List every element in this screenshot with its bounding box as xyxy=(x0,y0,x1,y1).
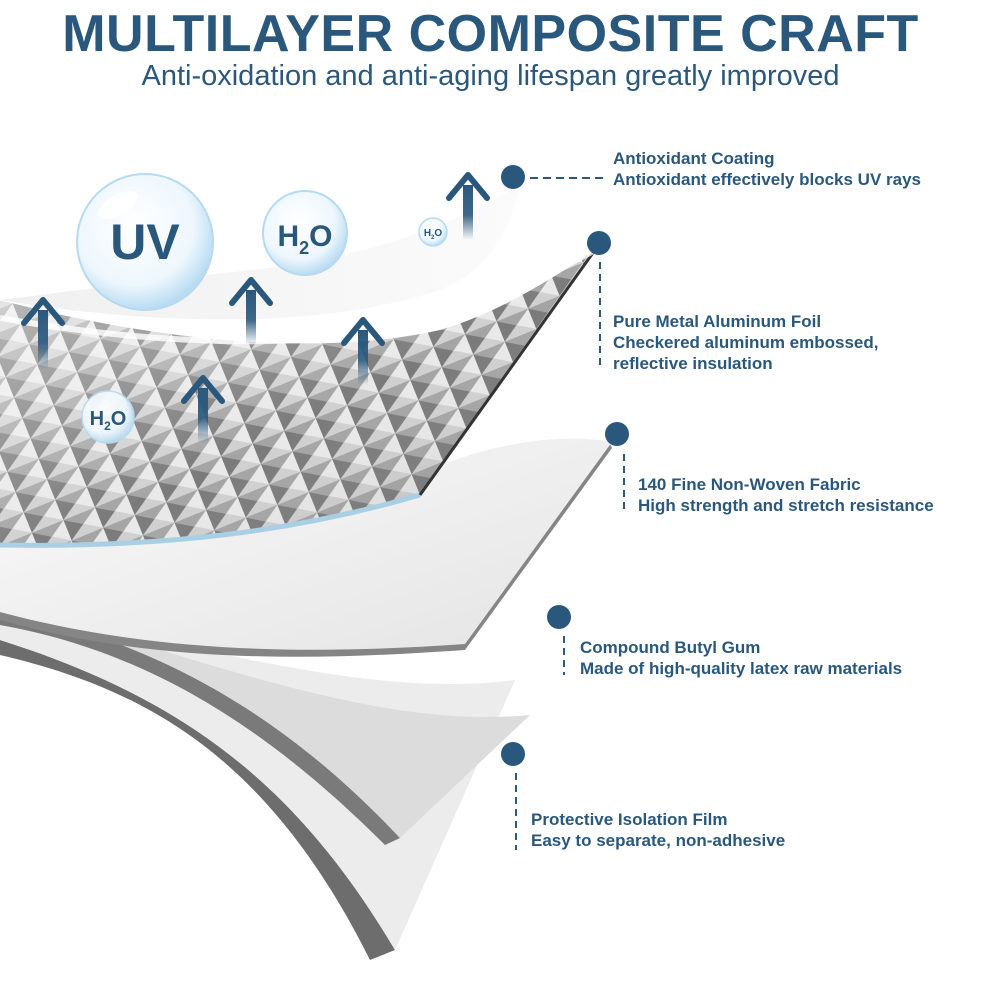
h2o-o: O xyxy=(309,220,332,253)
up-arrow-icon xyxy=(181,375,225,443)
callout-aluminum-foil xyxy=(587,231,611,370)
callout-non-woven-fabric xyxy=(605,422,629,512)
h2o-h: H xyxy=(277,220,299,253)
uv-bubble: UV xyxy=(76,173,214,311)
up-arrow-icon xyxy=(341,317,385,385)
up-arrow-icon xyxy=(21,297,65,370)
layer-title: Protective Isolation Film xyxy=(531,810,728,829)
svg-text:H2O: H2O xyxy=(277,220,332,258)
h2o-sub: 2 xyxy=(299,238,309,258)
callout-dot xyxy=(547,605,571,629)
callout-antioxidant-coating xyxy=(501,165,603,189)
layer-title: Antioxidant Coating xyxy=(613,149,775,168)
h2o-sub: 2 xyxy=(431,235,435,241)
label-antioxidant-coating: Antioxidant Coating Antioxidant effectiv… xyxy=(613,148,921,190)
callout-isolation-film xyxy=(501,742,525,850)
h2o-bubble-medium: H2O xyxy=(81,390,135,444)
label-butyl-gum: Compound Butyl Gum Made of high-quality … xyxy=(580,637,902,679)
callout-butyl-gum xyxy=(547,605,571,675)
label-isolation-film: Protective Isolation Film Easy to separa… xyxy=(531,809,785,851)
layer-description: Checkered aluminum embossed, xyxy=(613,333,879,352)
layer-title: 140 Fine Non-Woven Fabric xyxy=(638,475,861,494)
h2o-sub: 2 xyxy=(104,419,111,433)
callout-dot xyxy=(501,165,525,189)
up-arrow-icon xyxy=(446,172,490,240)
layer-description: Easy to separate, non-adhesive xyxy=(531,831,786,850)
uv-text: UV xyxy=(110,214,180,270)
page-title: MULTILAYER COMPOSITE CRAFT xyxy=(62,5,919,63)
h2o-bubble-large: H2O xyxy=(262,190,348,276)
protective-isolation-film xyxy=(0,610,515,960)
layer-description: High strength and stretch resistance xyxy=(638,496,934,515)
callout-dot xyxy=(605,422,629,446)
h2o-o: O xyxy=(434,228,442,239)
h2o-h: H xyxy=(90,408,104,430)
label-aluminum-foil: Pure Metal Aluminum Foil Checkered alumi… xyxy=(613,311,878,374)
layer-title: Compound Butyl Gum xyxy=(580,638,761,657)
moisture-arrows xyxy=(21,172,490,443)
h2o-o: O xyxy=(111,408,127,430)
layer-title: Pure Metal Aluminum Foil xyxy=(613,312,822,331)
label-non-woven-fabric: 140 Fine Non-Woven Fabric High strength … xyxy=(638,474,934,516)
aluminum-foil xyxy=(0,249,597,548)
h2o-h: H xyxy=(424,228,431,239)
up-arrow-icon xyxy=(229,277,273,345)
callout-dot xyxy=(501,742,525,766)
h2o-bubble-small: H2O xyxy=(418,217,448,247)
layer-description: reflective insulation xyxy=(613,354,773,373)
callout-dot xyxy=(587,231,611,255)
svg-text:H2O: H2O xyxy=(424,228,443,241)
compound-butyl-gum xyxy=(0,600,530,845)
svg-text:H2O: H2O xyxy=(90,408,127,433)
non-woven-fabric xyxy=(0,438,612,657)
layer-description: Antioxidant effectively blocks UV rays xyxy=(613,170,921,189)
page-subtitle: Anti-oxidation and anti-aging lifespan g… xyxy=(141,60,840,92)
layer-description: Made of high-quality latex raw materials xyxy=(580,659,903,678)
